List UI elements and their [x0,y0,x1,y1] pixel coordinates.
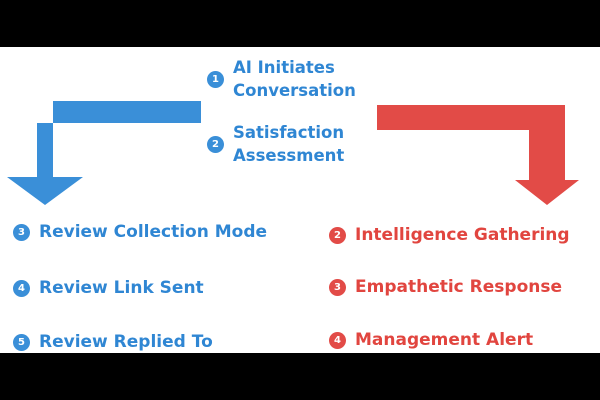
step-label: Review Link Sent [39,278,204,298]
left-step-review-collection-mode: 3 Review Collection Mode [13,221,267,243]
left-branch-arrow [7,101,201,205]
step-label: Management Alert [355,330,534,350]
right-branch-arrow [377,105,579,205]
step-label: Review Replied To [39,332,213,352]
right-step-management-alert: 4 Management Alert [329,329,533,351]
step-number-badge: 3 [329,278,346,296]
left-step-review-link-sent: 4 Review Link Sent [13,277,204,299]
branch-arrows [7,101,579,205]
flow-diagram: 1 AI Initiates Conversation 2 Satisfacti… [0,47,600,353]
step-number-badge: 2 [207,135,224,153]
step-label: Empathetic Response [355,277,563,297]
step-label: Intelligence Gathering [355,225,570,245]
center-step-1: 1 AI Initiates Conversation [207,56,356,102]
step-label: AI Initiates Conversation [233,58,356,100]
step-number-badge: 3 [13,223,30,241]
step-number-badge: 5 [13,333,30,351]
step-label: Review Collection Mode [39,222,268,242]
right-step-empathetic-response: 3 Empathetic Response [329,276,562,298]
step-number-badge: 4 [13,279,30,297]
step-number-badge: 2 [329,226,346,244]
step-number-badge: 1 [207,70,224,88]
left-step-review-replied-to: 5 Review Replied To [13,331,213,353]
right-step-intelligence-gathering: 2 Intelligence Gathering [329,224,570,246]
step-label: Satisfaction Assessment [233,123,345,165]
center-step-2: 2 Satisfaction Assessment [207,121,344,167]
step-number-badge: 4 [329,331,346,349]
